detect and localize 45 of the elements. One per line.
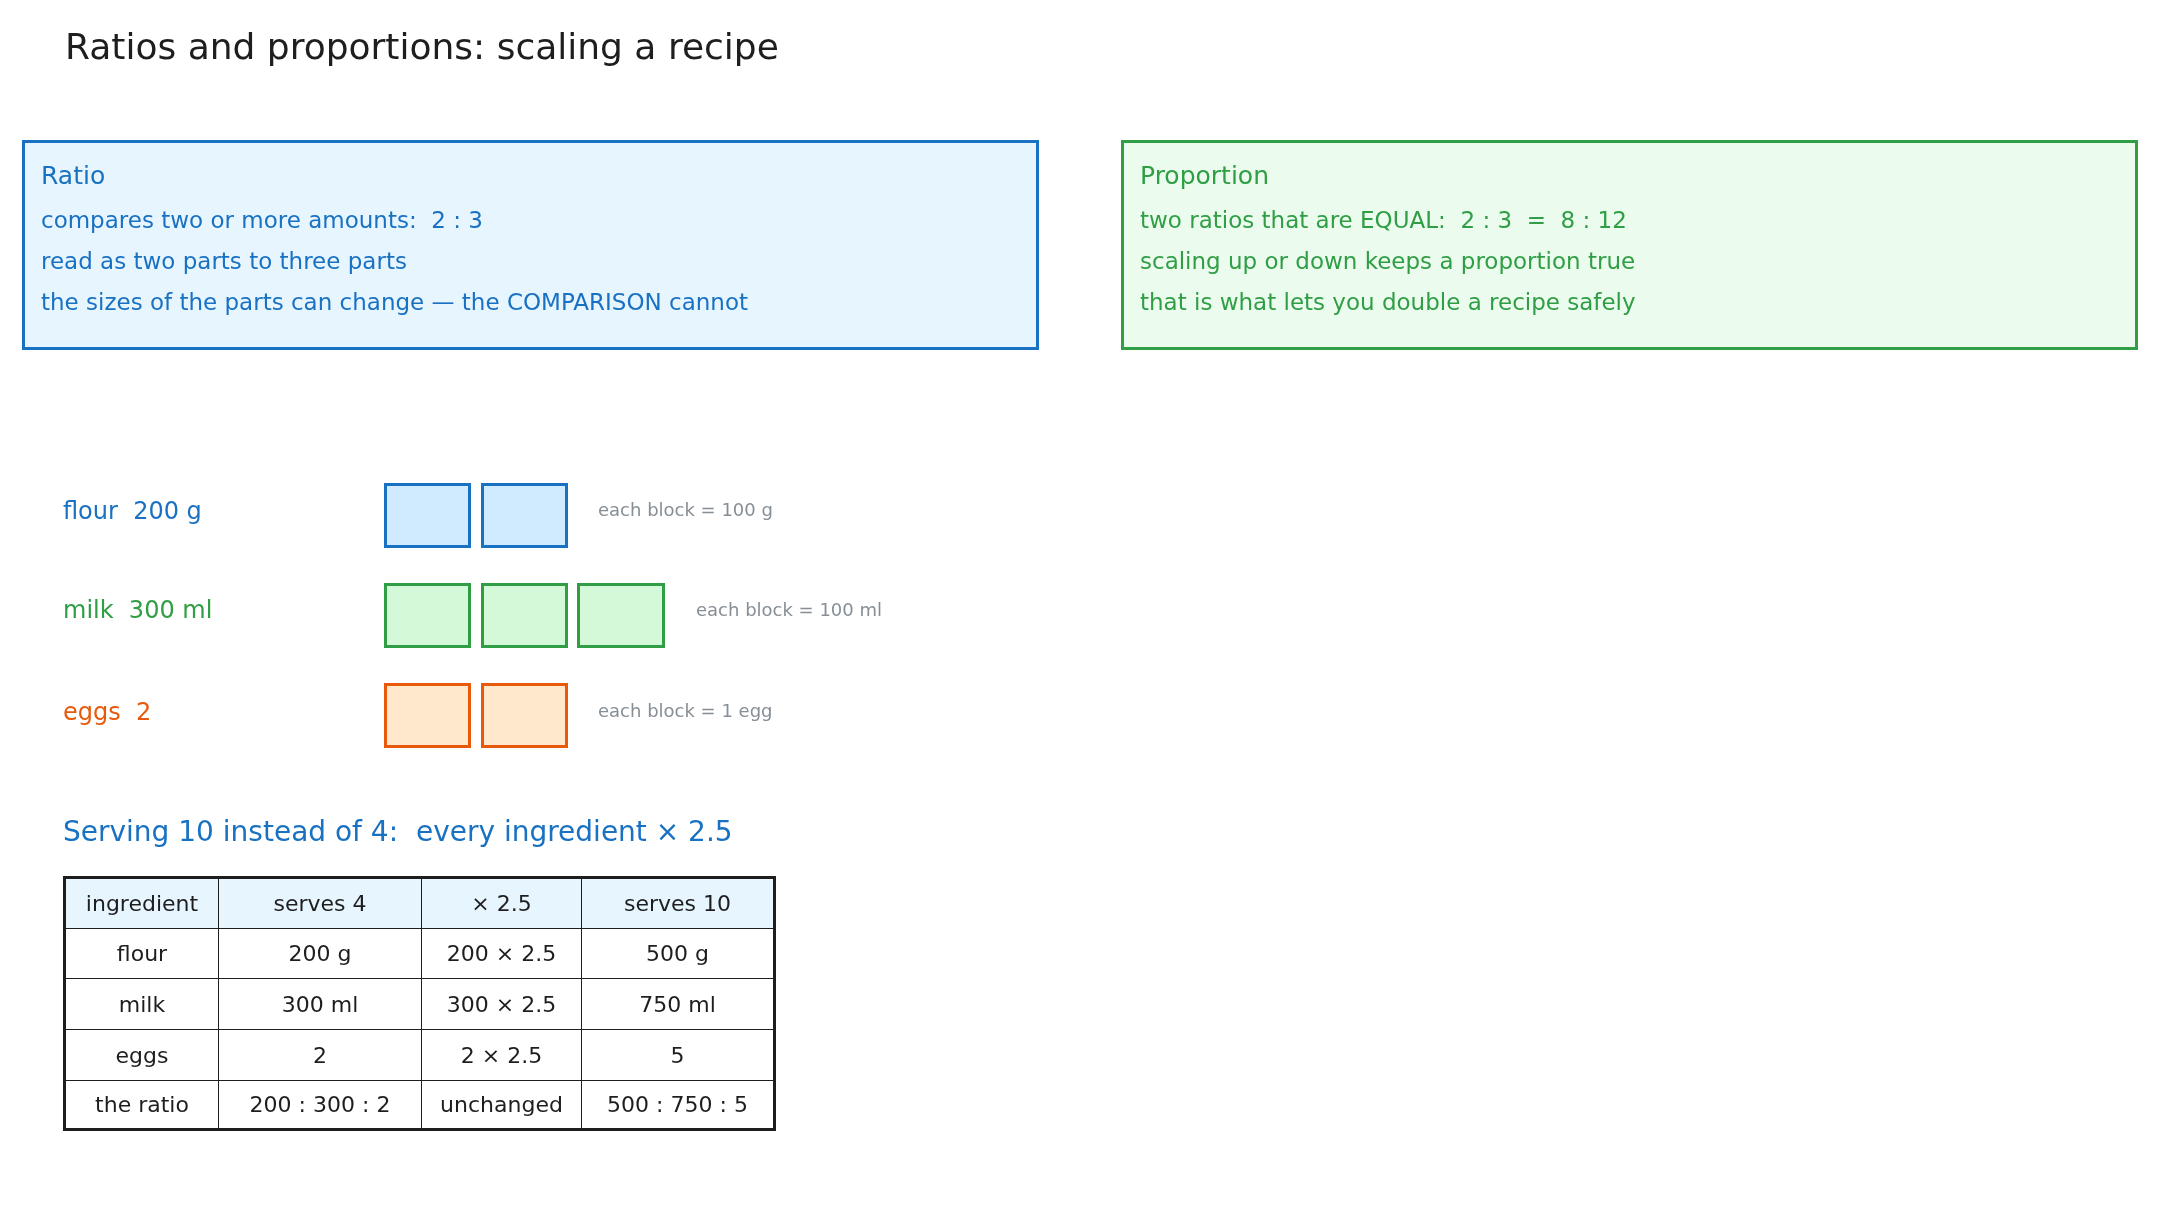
table-header-cell: serves 4 xyxy=(219,879,422,929)
scale-note: each block = 100 g xyxy=(598,499,773,521)
table-cell: the ratio xyxy=(66,1081,219,1128)
table-cell: 5 xyxy=(582,1030,773,1081)
table-cell: 750 ml xyxy=(582,979,773,1030)
body-text: scaling up or down keeps a proportion true xyxy=(1140,248,1636,276)
info-panel xyxy=(22,140,1039,350)
ingredient-label: milk 300 ml xyxy=(63,596,213,625)
ratio-block xyxy=(384,583,471,648)
body-text: read as two parts to three parts xyxy=(41,248,407,276)
table-cell: eggs xyxy=(66,1030,219,1081)
table-cell: 200 : 300 : 2 xyxy=(219,1081,422,1128)
ingredient-label: eggs 2 xyxy=(63,698,152,727)
ratio-block xyxy=(481,683,568,748)
scale-note: each block = 100 ml xyxy=(696,599,883,621)
panel-heading: Ratio xyxy=(41,161,106,191)
section-heading: Serving 10 instead of 4: every ingredient × 2.5 xyxy=(63,815,733,849)
scale-note: each block = 1 egg xyxy=(598,700,773,722)
body-text: compares two or more amounts: 2 : 3 xyxy=(41,207,483,235)
ratio-block xyxy=(384,683,471,748)
table-cell: milk xyxy=(66,979,219,1030)
table-header-cell: serves 10 xyxy=(582,879,773,929)
ratio-block xyxy=(481,583,568,648)
table-cell-text: 500 : 750 : 5 xyxy=(606,1091,749,1119)
ratio-block xyxy=(384,483,471,548)
diagram-title: Ratios and proportions: scaling a recipe xyxy=(65,25,779,69)
ratio-block xyxy=(577,583,665,648)
table-cell: 300 × 2.5 xyxy=(422,979,582,1030)
body-text: the sizes of the parts can change — the COMPARISON cannot xyxy=(41,289,748,317)
table-cell: flour xyxy=(66,929,219,979)
table-cell: 2 × 2.5 xyxy=(422,1030,582,1081)
ratio-block xyxy=(481,483,568,548)
table-cell: 500 g xyxy=(582,929,773,979)
table-cell: unchanged xyxy=(422,1081,582,1128)
table-header-cell: ingredient xyxy=(66,879,219,929)
table-cell: 2 xyxy=(219,1030,422,1081)
body-text: two ratios that are EQUAL: 2 : 3 = 8 : 12 xyxy=(1140,207,1627,235)
info-panel xyxy=(1121,140,2138,350)
table-cell: 200 g xyxy=(219,929,422,979)
ingredient-label: flour 200 g xyxy=(63,497,202,526)
table-header-cell: × 2.5 xyxy=(422,879,582,929)
table-cell: 200 × 2.5 xyxy=(422,929,582,979)
table-cell: 300 ml xyxy=(219,979,422,1030)
body-text: that is what lets you double a recipe safely xyxy=(1140,289,1636,317)
panel-heading: Proportion xyxy=(1140,161,1269,191)
